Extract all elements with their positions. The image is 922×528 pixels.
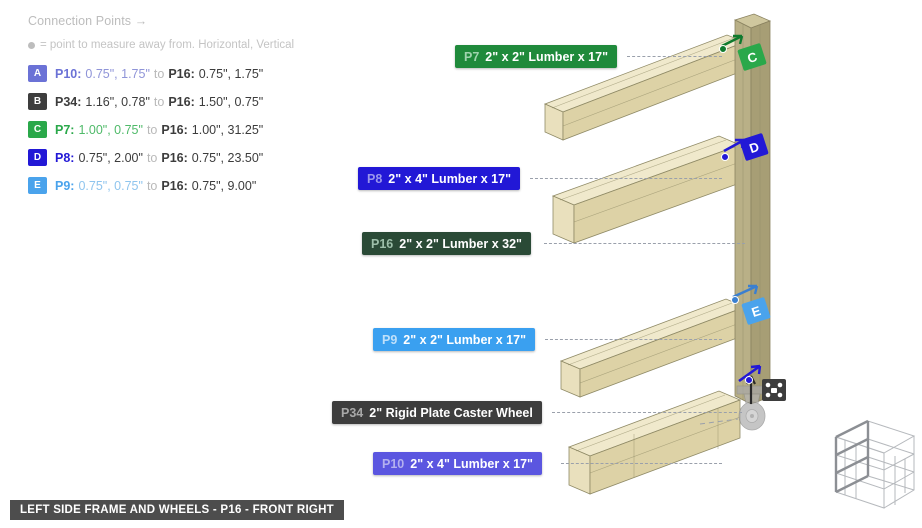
- legend-target-values: 0.75", 9.00": [191, 178, 257, 193]
- legend-source-values: 0.75", 1.75": [85, 66, 150, 81]
- legend-target-values: 1.50", 0.75": [198, 94, 264, 109]
- legend-target-part-id: P16:: [161, 122, 188, 137]
- legend-badge-b: B: [28, 93, 47, 110]
- callout-part-description: 2" x 4" Lumber x 17": [410, 456, 533, 471]
- callout-leader-line-p7: [627, 56, 722, 57]
- legend-target-part-id: P16:: [161, 178, 188, 193]
- connection-arrows: [721, 34, 762, 404]
- callout-leader-line-p16: [544, 243, 745, 244]
- figure-caption: LEFT SIDE FRAME AND WHEELS - P16 - FRONT…: [10, 500, 344, 520]
- legend-connector-word: to: [153, 66, 165, 81]
- legend-connector-word: to: [146, 178, 158, 193]
- legend-source-values: 0.75", 2.00": [78, 150, 143, 165]
- part-p34-caster: [736, 385, 766, 431]
- legend-connector-word: to: [146, 150, 158, 165]
- legend-source-part-id: P7:: [55, 122, 75, 137]
- legend-title: Connection Points →: [28, 14, 148, 28]
- model-marker-e[interactable]: E: [741, 296, 771, 326]
- legend-target-part-id: P16:: [168, 66, 195, 81]
- legend-badge-c: C: [28, 121, 47, 138]
- callout-leader-line-p10: [561, 463, 722, 464]
- model-marker-b-caster-icon[interactable]: [762, 379, 786, 401]
- part-p8: [551, 135, 742, 244]
- connection-point-dot-e: [731, 296, 739, 304]
- model-marker-c[interactable]: C: [737, 42, 767, 72]
- part-callout-p10[interactable]: P10 2" x 4" Lumber x 17": [373, 452, 542, 475]
- legend-connector-word: to: [153, 94, 165, 109]
- connection-points-legend: Connection Points → = point to measure a…: [28, 14, 338, 205]
- callout-leader-line-p34: [552, 412, 742, 413]
- callout-part-id: P8: [367, 171, 383, 186]
- legend-source-values: 0.75", 0.75": [78, 178, 143, 193]
- callout-leader-line-p9: [545, 339, 722, 340]
- callout-part-id: P9: [382, 332, 398, 347]
- legend-source-part-id: P10:: [55, 66, 82, 81]
- legend-source-values: 1.00", 0.75": [78, 122, 143, 137]
- legend-subtitle-text: = point to measure away from. Horizontal…: [40, 39, 295, 51]
- part-callout-p16[interactable]: P16 2" x 2" Lumber x 32": [362, 232, 531, 255]
- legend-target-values: 1.00", 31.25": [191, 122, 264, 137]
- callout-part-description: 2" x 4" Lumber x 17": [388, 171, 511, 186]
- legend-target-part-id: P16:: [161, 150, 188, 165]
- part-p10: [567, 390, 742, 495]
- part-callout-p7[interactable]: P7 2" x 2" Lumber x 17": [455, 45, 617, 68]
- part-callout-p34[interactable]: P34 2" Rigid Plate Caster Wheel: [332, 401, 542, 424]
- legend-connector-word: to: [146, 122, 158, 137]
- model-thumbnail-highlight: [834, 419, 870, 494]
- legend-badge-e: E: [28, 177, 47, 194]
- part-p9: [559, 298, 747, 398]
- connection-point-dot-b: [745, 376, 753, 384]
- model-thumbnail: [834, 420, 916, 509]
- measure-point-dot-icon: [28, 41, 35, 49]
- connection-point-dot-c: [719, 45, 727, 53]
- callout-part-description: 2" x 2" Lumber x 17": [403, 332, 526, 347]
- legend-source-values: 1.16", 0.78": [85, 94, 150, 109]
- callout-part-id: P10: [382, 456, 405, 471]
- legend-source-part-id: P34:: [55, 94, 82, 109]
- callout-part-id: P7: [464, 49, 480, 64]
- connection-point-dot-d: [721, 153, 729, 161]
- legend-source-part-id: P8:: [55, 150, 75, 165]
- legend-source-part-id: P9:: [55, 178, 75, 193]
- part-callout-p9[interactable]: P9 2" x 2" Lumber x 17": [373, 328, 535, 351]
- model-marker-d[interactable]: D: [739, 132, 769, 162]
- callout-part-description: 2" x 2" Lumber x 32": [399, 236, 522, 251]
- callout-part-id: P34: [341, 405, 364, 420]
- part-p16-post: [733, 13, 772, 405]
- callout-part-id: P16: [371, 236, 394, 251]
- legend-target-part-id: P16:: [168, 94, 195, 109]
- part-callout-p8[interactable]: P8 2" x 4" Lumber x 17": [358, 167, 520, 190]
- legend-target-values: 0.75", 1.75": [198, 66, 264, 81]
- callout-leader-line-p8: [530, 178, 722, 179]
- legend-badge-d: D: [28, 149, 47, 166]
- legend-target-values: 0.75", 23.50": [191, 150, 264, 165]
- callout-part-description: 2" x 2" Lumber x 17": [485, 49, 608, 64]
- legend-badge-a: A: [28, 65, 47, 82]
- legend-subtitle: = point to measure away from. Horizontal…: [28, 39, 338, 51]
- callout-part-description: 2" Rigid Plate Caster Wheel: [369, 405, 533, 420]
